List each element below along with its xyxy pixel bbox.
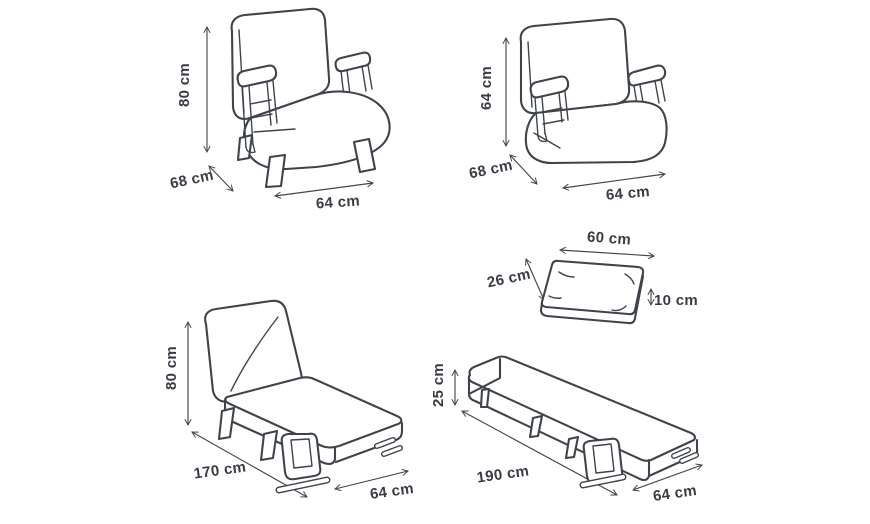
armchair-line-drawing [203,7,391,199]
cushion-thickness-label: 10 cm [653,292,699,309]
floor-chair-line-drawing [502,17,668,191]
width-dimension-arrow [632,463,703,492]
armchair-width-label: 64 cm [315,192,361,213]
armchair-height-label: 80 cm [176,62,193,108]
cushion-line-drawing [524,246,656,325]
lounger-figure: 80 cm 170 cm 64 cm [130,288,460,524]
depth-dimension-arrow [524,258,546,301]
floor-chair-height-label: 64 cm [478,65,495,111]
width-dimension-arrow [273,180,375,199]
cushion-figure: 60 cm 26 cm 10 cm [486,226,720,342]
width-dimension-arrow [333,468,410,492]
cushion-width-label: 60 cm [586,228,632,249]
bed-height-label: 25 cm [430,362,447,408]
width-dimension-arrow [561,171,667,191]
lounger-line-drawing [184,299,410,498]
bed-line-drawing [451,355,703,496]
depth-dimension-arrow [509,154,538,185]
lounger-height-label: 80 cm [163,345,180,391]
width-dimension-arrow [558,246,656,260]
depth-dimension-arrow [208,165,234,192]
bed-figure: 25 cm 190 cm 64 cm [420,348,720,524]
floor-chair-figure: 64 cm 68 cm 64 cm [450,0,730,240]
armchair-figure: 80 cm 68 cm 64 cm [150,0,430,235]
